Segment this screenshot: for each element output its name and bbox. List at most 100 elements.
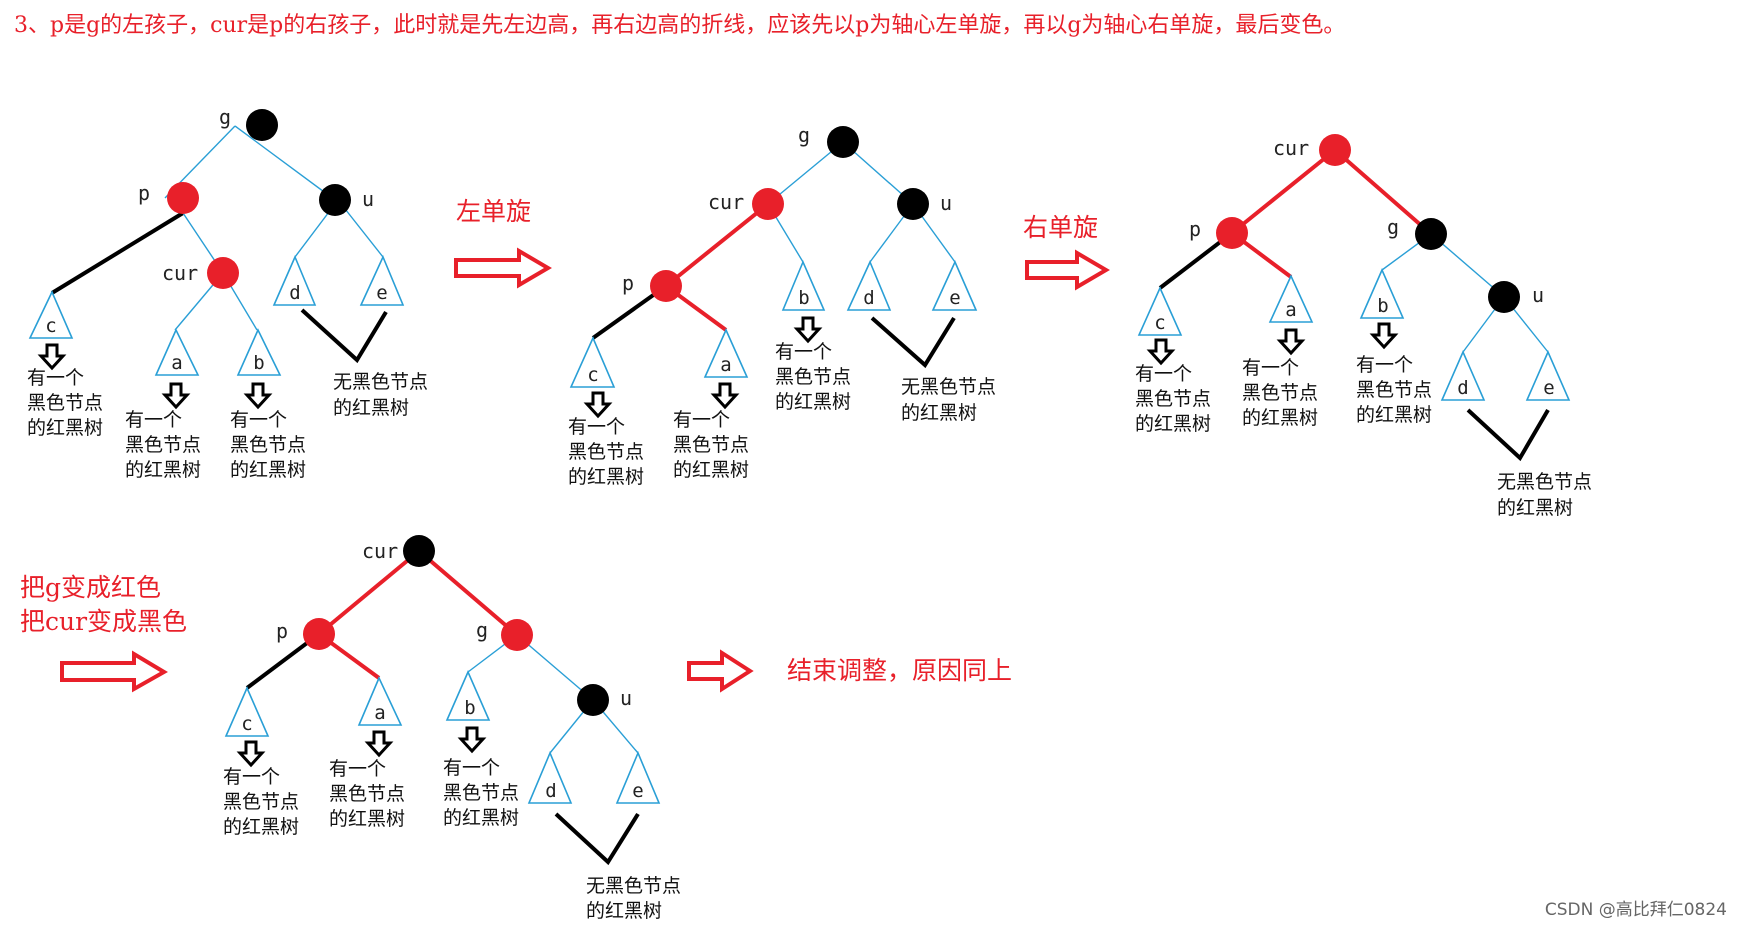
note-a-line3: 的红黑树	[329, 808, 405, 830]
edge-cur-p	[1230, 148, 1337, 235]
recolor-line2: 把cur变成黑色	[20, 607, 187, 636]
note-e-line2: 的红黑树	[333, 397, 409, 419]
tree-diagram-2: c a b d e g cur u p 有一个 黑色节点 的红黑树 有一个 黑色…	[568, 123, 996, 488]
note-c-line1: 有一个	[27, 367, 84, 389]
subtree-d	[846, 260, 892, 311]
note-b-line2: 黑色节点	[443, 782, 519, 804]
edge-cur-g	[417, 549, 519, 637]
end-adjust-label: 结束调整，原因同上	[787, 656, 1012, 685]
note-b-line2: 黑色节点	[1356, 379, 1432, 401]
subtree-c	[569, 336, 616, 388]
down-arrow-icon	[364, 730, 394, 758]
note-a-line1: 有一个	[673, 409, 730, 431]
note-b-line3: 的红黑树	[443, 807, 519, 829]
node-g	[1415, 218, 1447, 250]
node-u-label: u	[1532, 283, 1544, 307]
down-arrow-icon	[236, 740, 266, 768]
subtree-b-label: b	[464, 697, 475, 719]
edge-cur-p	[664, 202, 770, 288]
node-p-label: p	[622, 271, 634, 295]
subtree-e-label: e	[376, 282, 387, 304]
note-e-line2: 的红黑树	[901, 402, 977, 424]
note-c-line1: 有一个	[1135, 363, 1192, 385]
subtree-a-label: a	[720, 354, 731, 376]
note-b-line2: 黑色节点	[230, 434, 306, 456]
subtree-c	[224, 686, 270, 737]
subtree-e-label: e	[949, 287, 960, 309]
subtree-b	[1359, 268, 1405, 319]
note-e-line2: 的红黑树	[1497, 497, 1573, 519]
watermark: CSDN @高比拜仁0824	[1545, 900, 1727, 920]
note-c-line1: 有一个	[223, 766, 280, 788]
right-arrow-icon	[687, 649, 754, 693]
node-g	[501, 619, 533, 651]
node-u	[319, 184, 351, 216]
edge-d-e-join	[554, 812, 640, 866]
right-arrow-icon	[1025, 249, 1110, 291]
note-c-line2: 黑色节点	[223, 791, 299, 813]
node-u	[1488, 281, 1520, 313]
subtree-d-label: d	[863, 287, 874, 309]
down-arrow-icon	[793, 316, 823, 344]
note-e-line1: 无黑色节点	[586, 875, 681, 897]
node-u-label: u	[940, 191, 952, 215]
subtree-d-label: d	[545, 780, 556, 802]
down-arrow-icon	[37, 343, 67, 371]
subtree-e-label: e	[1543, 377, 1554, 399]
edge-g-u	[516, 634, 594, 701]
subtree-d	[272, 254, 317, 306]
note-a-line1: 有一个	[1242, 357, 1299, 379]
note-c-line3: 的红黑树	[223, 816, 299, 838]
tree-diagram-3: c a b d e cur p g u 有一个 黑色节点 的红黑树 有一个 黑色…	[1135, 134, 1592, 519]
note-b-line1: 有一个	[775, 341, 832, 363]
note-b-line3: 的红黑树	[1356, 404, 1432, 426]
node-u	[897, 188, 929, 220]
down-arrow-icon	[1276, 328, 1306, 356]
subtree-d-label: d	[1457, 377, 1468, 399]
right-arrow-icon	[454, 247, 552, 289]
tree-diagram-1: c a b d e g p u cur 有一个 黑色节点 的红黑树 有一个 黑色…	[27, 105, 428, 481]
node-cur-label: cur	[708, 190, 744, 214]
subtree-d-label: d	[289, 282, 300, 304]
edge-g-u	[234, 125, 336, 201]
edge-cur-p	[317, 549, 421, 636]
edge-g-cur	[767, 141, 844, 205]
note-b-line1: 有一个	[230, 409, 287, 431]
node-u	[577, 684, 609, 716]
node-p	[650, 270, 682, 302]
page-title: 3、p是g的左孩子，cur是p的右孩子，此时就是先左边高，再右边高的折线，应该先…	[14, 13, 1345, 38]
node-g-label: g	[476, 618, 488, 642]
down-arrow-icon	[243, 382, 273, 410]
subtree-a	[357, 676, 403, 726]
edge-cur-g	[1333, 148, 1433, 236]
note-b-line3: 的红黑树	[775, 391, 851, 413]
subtree-c	[1137, 286, 1183, 336]
note-a-line1: 有一个	[125, 409, 182, 431]
node-cur	[1319, 134, 1351, 166]
subtree-b-label: b	[253, 352, 264, 374]
note-c-line2: 黑色节点	[568, 441, 644, 463]
down-arrow-icon	[161, 382, 191, 410]
note-c-line2: 黑色节点	[1135, 388, 1211, 410]
node-cur-label: cur	[162, 261, 198, 285]
node-cur	[752, 188, 784, 220]
subtree-a-label: a	[1285, 299, 1296, 321]
note-b-line1: 有一个	[1356, 354, 1413, 376]
note-c-line3: 的红黑树	[27, 417, 103, 439]
subtree-e	[931, 260, 978, 311]
node-p-label: p	[138, 181, 150, 205]
subtree-e-label: e	[632, 780, 643, 802]
down-arrow-icon	[457, 726, 487, 754]
note-e-line2: 的红黑树	[586, 900, 662, 922]
edge-p-c	[50, 211, 185, 295]
note-b-line2: 黑色节点	[775, 366, 851, 388]
subtree-b	[781, 259, 826, 311]
subtree-b-label: b	[1377, 295, 1388, 317]
note-c-line2: 黑色节点	[27, 392, 103, 414]
node-g-label: g	[1387, 215, 1399, 239]
node-p	[1216, 217, 1248, 249]
note-a-line3: 的红黑树	[673, 459, 749, 481]
note-a-line3: 的红黑树	[125, 459, 201, 481]
subtree-b	[445, 670, 491, 721]
